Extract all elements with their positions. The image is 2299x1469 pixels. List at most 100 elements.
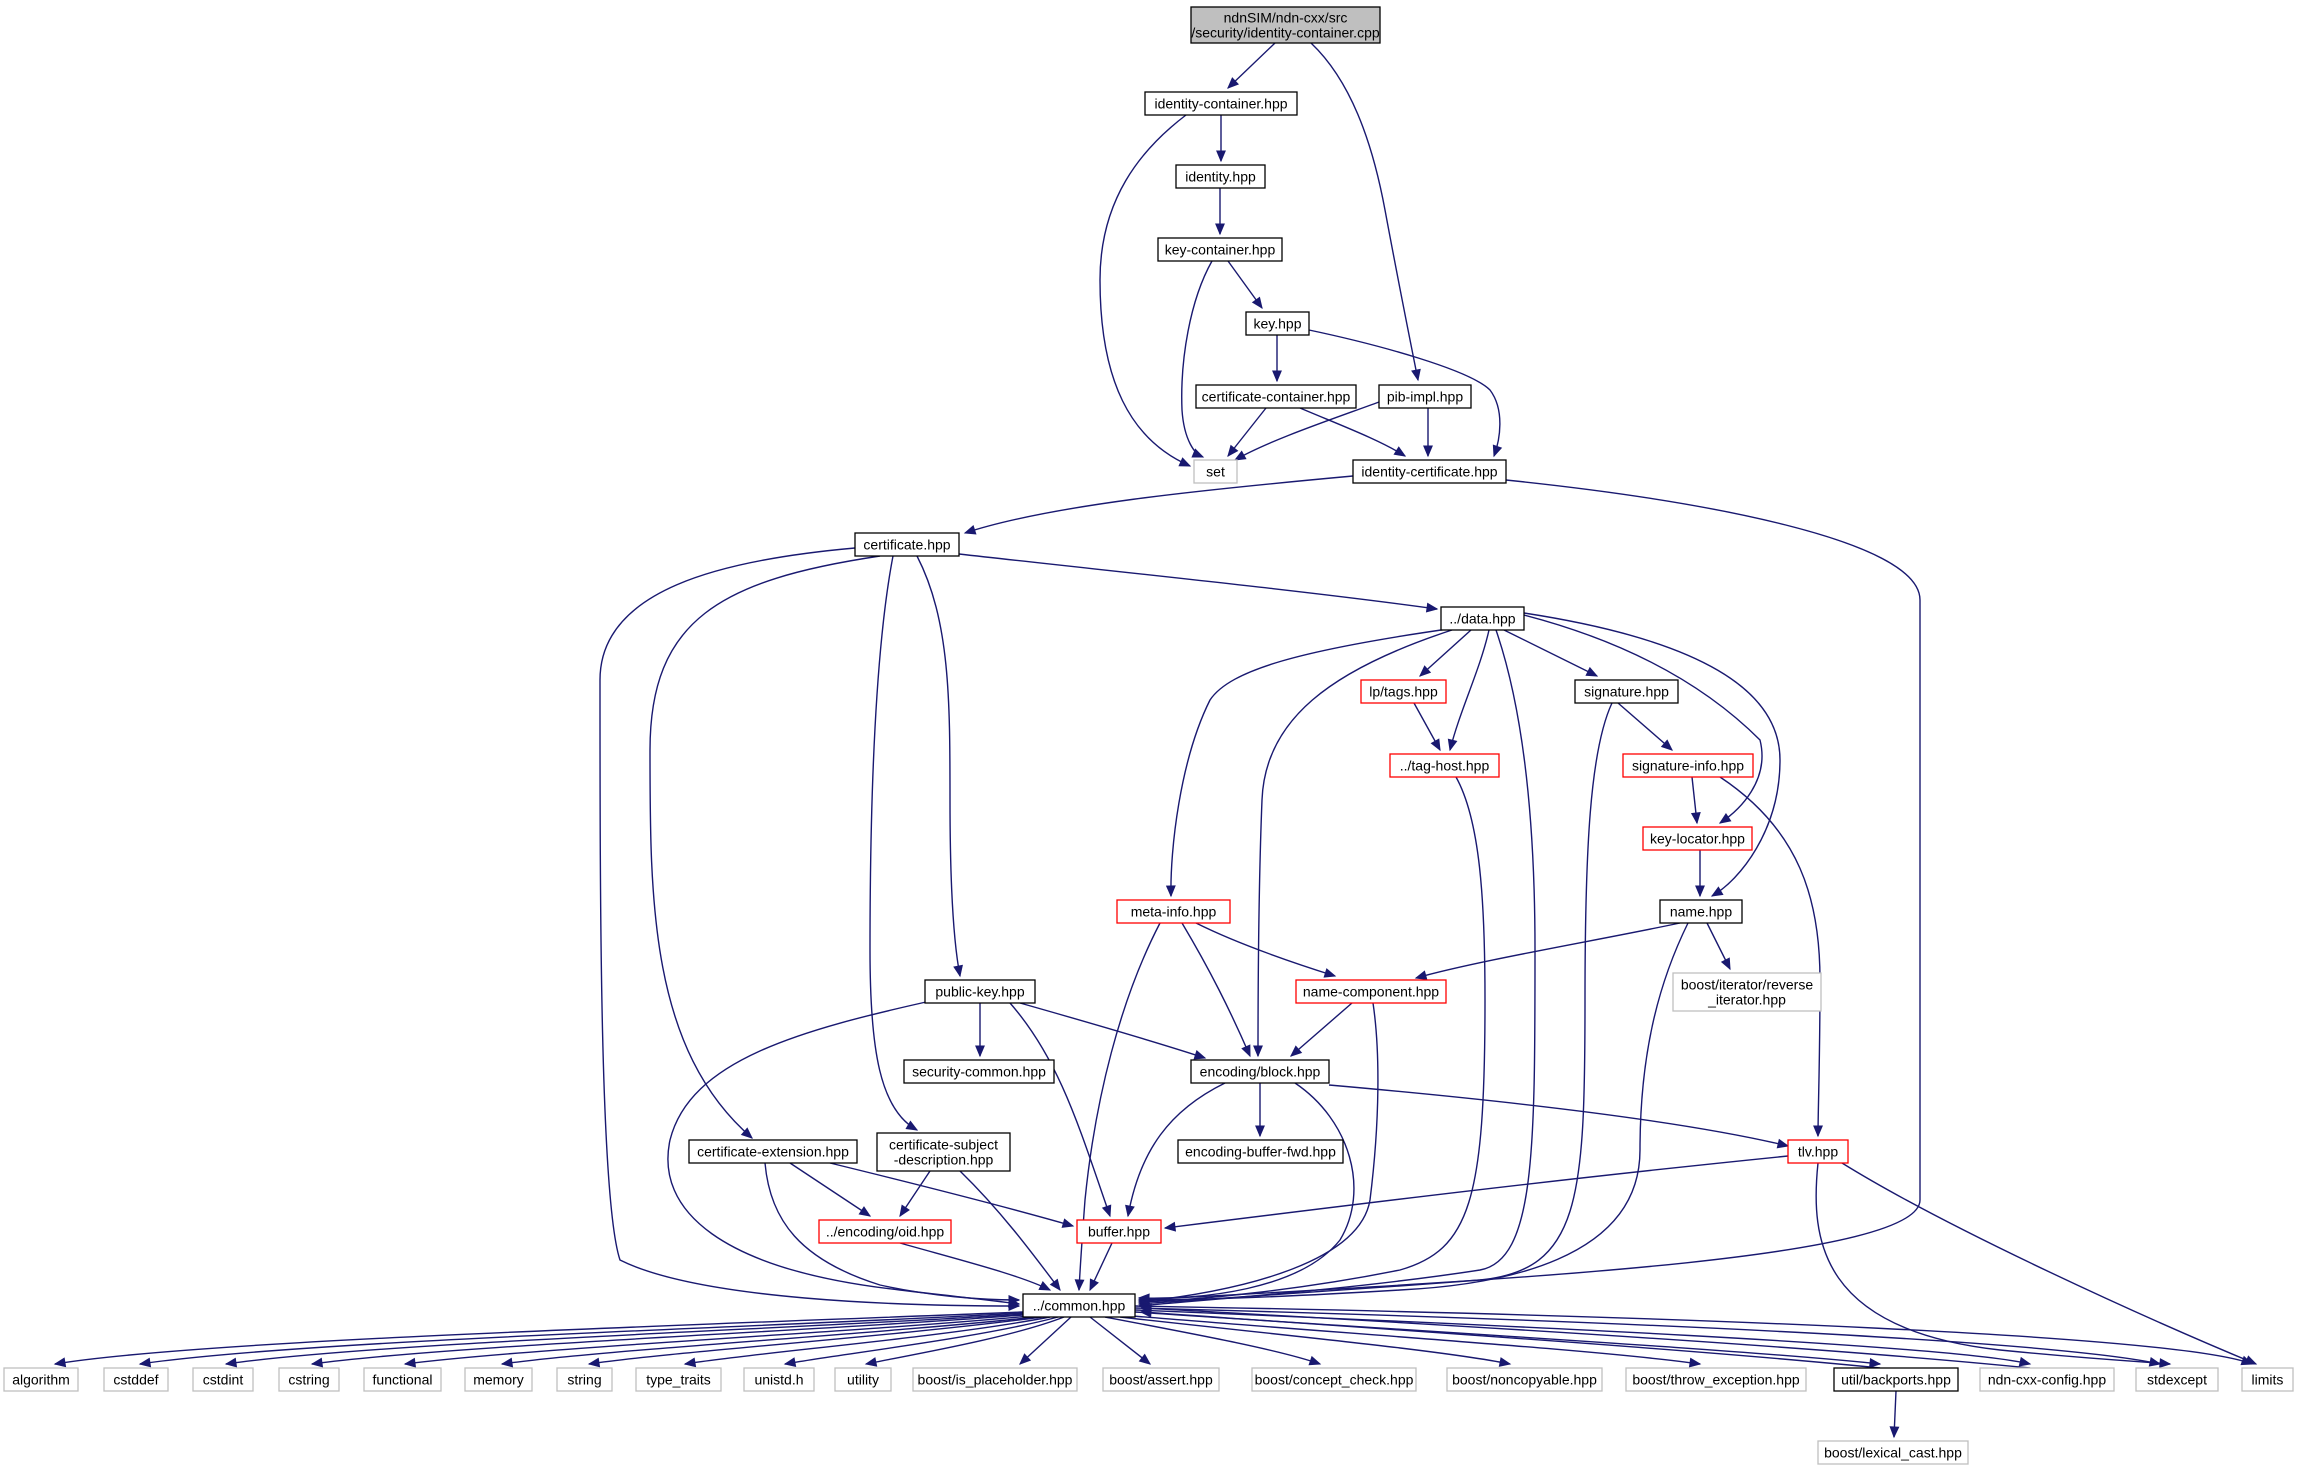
node-key-container-hpp[interactable]: key-container.hpp bbox=[1157, 237, 1283, 262]
node-public-key-hpp[interactable]: public-key.hpp bbox=[924, 979, 1036, 1004]
node-security-common-hpp[interactable]: security-common.hpp bbox=[903, 1059, 1055, 1084]
edge-arrowhead bbox=[1308, 1355, 1322, 1366]
edge-line bbox=[1181, 922, 1251, 1057]
node-key-locator-hpp[interactable]: key-locator.hpp bbox=[1642, 826, 1753, 851]
node-encoding-buffer-fwd-hpp[interactable]: encoding-buffer-fwd.hpp bbox=[1177, 1139, 1344, 1164]
node-certificate-subject-description-hpp[interactable]: certificate-subject-description.hpp bbox=[876, 1132, 1011, 1172]
edge-meta_info_hpp-to-encoding_block_hpp bbox=[1181, 922, 1251, 1058]
node-certificate-extension-hpp[interactable]: certificate-extension.hpp bbox=[688, 1139, 858, 1164]
edge-line bbox=[1134, 1305, 2253, 1365]
node-cstring: cstring bbox=[278, 1367, 340, 1392]
edge-common_hpp-to-boost_concept_check_hpp bbox=[1104, 1316, 1322, 1366]
node-name-hpp[interactable]: name.hpp bbox=[1659, 899, 1743, 924]
node-buffer-hpp[interactable]: buffer.hpp bbox=[1076, 1219, 1162, 1244]
node-box bbox=[103, 1367, 169, 1392]
edge-arrowhead bbox=[500, 1357, 514, 1368]
edge-common_hpp-to-string bbox=[587, 1316, 1043, 1368]
node-box bbox=[1245, 311, 1310, 336]
edge-common_hpp-to-type_traits bbox=[683, 1316, 1051, 1368]
edge-line bbox=[1257, 629, 1453, 1057]
node-label: key.hpp bbox=[1254, 316, 1302, 332]
edge-arrowhead bbox=[899, 1204, 910, 1218]
edge-arrowhead bbox=[740, 1127, 753, 1139]
edge-arrowhead bbox=[953, 964, 963, 978]
node-label: certificate-extension.hpp bbox=[697, 1144, 849, 1160]
edge-line bbox=[1449, 629, 1490, 751]
node-box bbox=[1625, 1367, 1807, 1392]
edge-line bbox=[958, 553, 1438, 610]
node-root[interactable]: ndnSIM/ndn-cxx/src/security/identity-con… bbox=[1190, 6, 1381, 44]
edge-line bbox=[54, 1311, 1024, 1365]
node-certificate-hpp[interactable]: certificate.hpp bbox=[854, 532, 960, 557]
edge-key_locator_hpp-to-name_hpp bbox=[1695, 850, 1705, 898]
node-encoding-oid-hpp[interactable]: ../encoding/oid.hpp bbox=[818, 1219, 952, 1244]
node-name-component-hpp[interactable]: name-component.hpp bbox=[1295, 979, 1447, 1004]
edge-line bbox=[1170, 627, 1456, 897]
node-tlv-hpp[interactable]: tlv.hpp bbox=[1787, 1139, 1849, 1164]
edge-line bbox=[1310, 42, 1419, 381]
edge-arrowhead bbox=[1049, 1278, 1061, 1292]
edge-arrowhead bbox=[2240, 1355, 2254, 1366]
edge-arrowhead bbox=[1074, 1279, 1085, 1292]
node-box bbox=[1295, 979, 1447, 1004]
node-label: signature.hpp bbox=[1584, 684, 1669, 700]
edge-signature_info_hpp-to-key_locator_hpp bbox=[1690, 776, 1701, 825]
edge-arrowhead bbox=[1165, 885, 1176, 898]
edge-data_hpp-to-tag_host_hpp bbox=[1447, 629, 1490, 752]
node-stdexcept: stdexcept bbox=[2135, 1367, 2219, 1392]
node-label: /security/identity-container.cpp bbox=[1191, 25, 1380, 41]
node-label: lp/tags.hpp bbox=[1369, 684, 1438, 700]
node-meta-info-hpp[interactable]: meta-info.hpp bbox=[1116, 899, 1231, 924]
node-common-hpp[interactable]: ../common.hpp bbox=[1022, 1293, 1136, 1318]
node-identity-hpp[interactable]: identity.hpp bbox=[1175, 164, 1266, 189]
node-ndn-cxx-config-hpp: ndn-cxx-config.hpp bbox=[1979, 1367, 2115, 1392]
edge-arrowhead bbox=[1430, 738, 1441, 752]
edge-identity_certificate_hpp-to-certificate_hpp bbox=[963, 475, 1354, 535]
node-encoding-block-hpp[interactable]: encoding/block.hpp bbox=[1190, 1059, 1330, 1084]
node-signature-info-hpp[interactable]: signature-info.hpp bbox=[1622, 753, 1754, 778]
node-box bbox=[1787, 1139, 1849, 1164]
node-key-hpp[interactable]: key.hpp bbox=[1245, 311, 1310, 336]
edge-arrowhead bbox=[1216, 150, 1226, 163]
node-util-backports-hpp[interactable]: util/backports.hpp bbox=[1833, 1367, 1959, 1392]
node-boost-throw-exception-hpp: boost/throw_exception.hpp bbox=[1625, 1367, 1807, 1392]
node-box bbox=[834, 1367, 892, 1392]
edge-arrowhead bbox=[1414, 970, 1428, 980]
edge-arrowhead bbox=[905, 1120, 919, 1131]
node-identity-certificate-hpp[interactable]: identity-certificate.hpp bbox=[1352, 459, 1507, 484]
node-label: cstdint bbox=[203, 1372, 244, 1388]
edge-public_key_hpp-to-encoding_block_hpp bbox=[1019, 1002, 1207, 1060]
node-box bbox=[912, 1367, 1078, 1392]
node-label: meta-info.hpp bbox=[1131, 904, 1217, 920]
edge-arrowhead bbox=[864, 1357, 878, 1367]
edge-meta_info_hpp-to-common_hpp bbox=[1074, 922, 1161, 1292]
node-box bbox=[1642, 826, 1753, 851]
node-identity-container-hpp[interactable]: identity-container.hpp bbox=[1144, 91, 1298, 116]
edge-certificate_subject_description_hpp-to-encoding_oid_hpp bbox=[899, 1170, 931, 1218]
node-data-hpp[interactable]: ../data.hpp bbox=[1440, 606, 1525, 631]
edge-identity_hpp-to-key_container_hpp bbox=[1215, 188, 1225, 236]
edge-common_hpp-to-functional bbox=[403, 1315, 1031, 1368]
edge-line bbox=[1138, 1002, 1379, 1303]
node-pib-impl-hpp[interactable]: pib-impl.hpp bbox=[1378, 384, 1472, 409]
edge-arrowhead bbox=[1163, 1221, 1177, 1232]
edge-common_hpp-to-cstring bbox=[310, 1314, 1024, 1368]
edge-line bbox=[1119, 1316, 1511, 1365]
node-tag-host-hpp[interactable]: ../tag-host.hpp bbox=[1389, 753, 1500, 778]
node-box bbox=[1378, 384, 1472, 409]
node-signature-hpp[interactable]: signature.hpp bbox=[1574, 679, 1679, 704]
edge-arrowhead bbox=[138, 1357, 152, 1368]
node-lp-tags-hpp[interactable]: lp/tags.hpp bbox=[1360, 679, 1447, 704]
edge-line bbox=[1328, 1084, 1789, 1147]
node-certificate-container-hpp[interactable]: certificate-container.hpp bbox=[1195, 384, 1357, 409]
edge-data_hpp-to-lp_tags_hpp bbox=[1419, 629, 1472, 677]
node-box bbox=[1116, 899, 1231, 924]
edge-key_hpp-to-identity_certificate_hpp bbox=[1308, 329, 1503, 458]
node-label: cstring bbox=[288, 1372, 329, 1388]
nodes: ndnSIM/ndn-cxx/src/security/identity-con… bbox=[3, 6, 2294, 1465]
edge-line bbox=[1181, 260, 1213, 458]
edge-arrowhead bbox=[2018, 1356, 2032, 1367]
node-label: key-container.hpp bbox=[1165, 242, 1276, 258]
node-label: pib-impl.hpp bbox=[1387, 389, 1463, 405]
edge-name_hpp-to-reverse_iterator_hpp bbox=[1706, 922, 1731, 971]
